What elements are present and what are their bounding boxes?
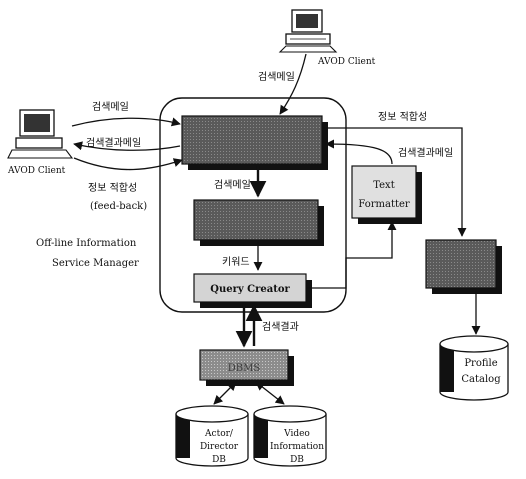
arrow-formatter-to-mail: [325, 139, 393, 165]
text-formatter-box: [351, 165, 422, 224]
edge-label-search-mail-left: 검색메일: [92, 101, 129, 113]
dbms-box: [199, 349, 294, 386]
profile-catalog-label-line1: Profile: [464, 358, 497, 369]
text-formatter-label-line2: Formatter: [358, 199, 410, 210]
edge-label-keyword: 키워드: [222, 255, 250, 268]
video-db-label-line3: DB: [290, 455, 304, 465]
client-top-label: AVOD Client: [317, 57, 376, 67]
arrow-dbms-video-db: [255, 381, 285, 405]
edge-label-search-result-mail-right: 검색결과메일: [398, 147, 453, 159]
query-analyzer-box: [193, 199, 324, 246]
computer-icon-top: [278, 9, 338, 53]
service-manager-label-line1: Off-line Information: [36, 238, 137, 249]
dbms-label: DBMS: [228, 363, 261, 374]
arrow-creator-to-formatter: [306, 221, 397, 289]
text-formatter-label-line1: Text: [373, 180, 394, 191]
arrow-dbms-actor-db: [213, 381, 237, 405]
arrow-feedback-to-mail: [73, 157, 183, 171]
arrow-top-client-to-mail: [279, 53, 307, 115]
edge-label-search-mail-top: 검색메일: [258, 71, 295, 83]
query-creator-box: [193, 273, 312, 308]
arrow-left-client-to-mail: [71, 117, 181, 127]
edge-label-search-mail-down: 검색메일: [214, 179, 251, 191]
arrow-mail-to-feedback-manager: [322, 127, 467, 237]
edge-label-feedback-line2: (feed-back): [90, 201, 147, 212]
actor-db-label-line3: DB: [212, 455, 226, 465]
actor-db-label-line1: Actor/: [204, 429, 234, 439]
video-db-label-line1: Video: [283, 429, 310, 439]
mail-manager-box: [181, 115, 328, 170]
edge-label-feedback-line1: 정보 적합성: [88, 182, 137, 194]
client-left-label: AVOD Client: [7, 166, 66, 176]
arrow-mail-to-left-client: [73, 141, 181, 151]
feedback-manager-box: [425, 239, 502, 294]
profile-catalog-cylinder: [439, 335, 509, 401]
edge-label-info-relevance-right: 정보 적합성: [378, 111, 427, 123]
edge-label-search-result-mail-left: 검색결과메일: [86, 137, 141, 149]
profile-catalog-label-line2: Catalog: [461, 374, 501, 385]
video-db-label-line2: Information: [270, 442, 324, 452]
video-information-db-cylinder: [253, 405, 327, 467]
actor-director-db-cylinder: [175, 405, 249, 467]
edge-label-search-result: 검색결과: [262, 321, 299, 333]
service-manager-label-line2: Service Manager: [52, 258, 139, 269]
actor-db-label-line2: Director: [200, 442, 239, 452]
query-creator-label: Query Creator: [210, 284, 290, 295]
computer-icon-left: [7, 109, 74, 159]
